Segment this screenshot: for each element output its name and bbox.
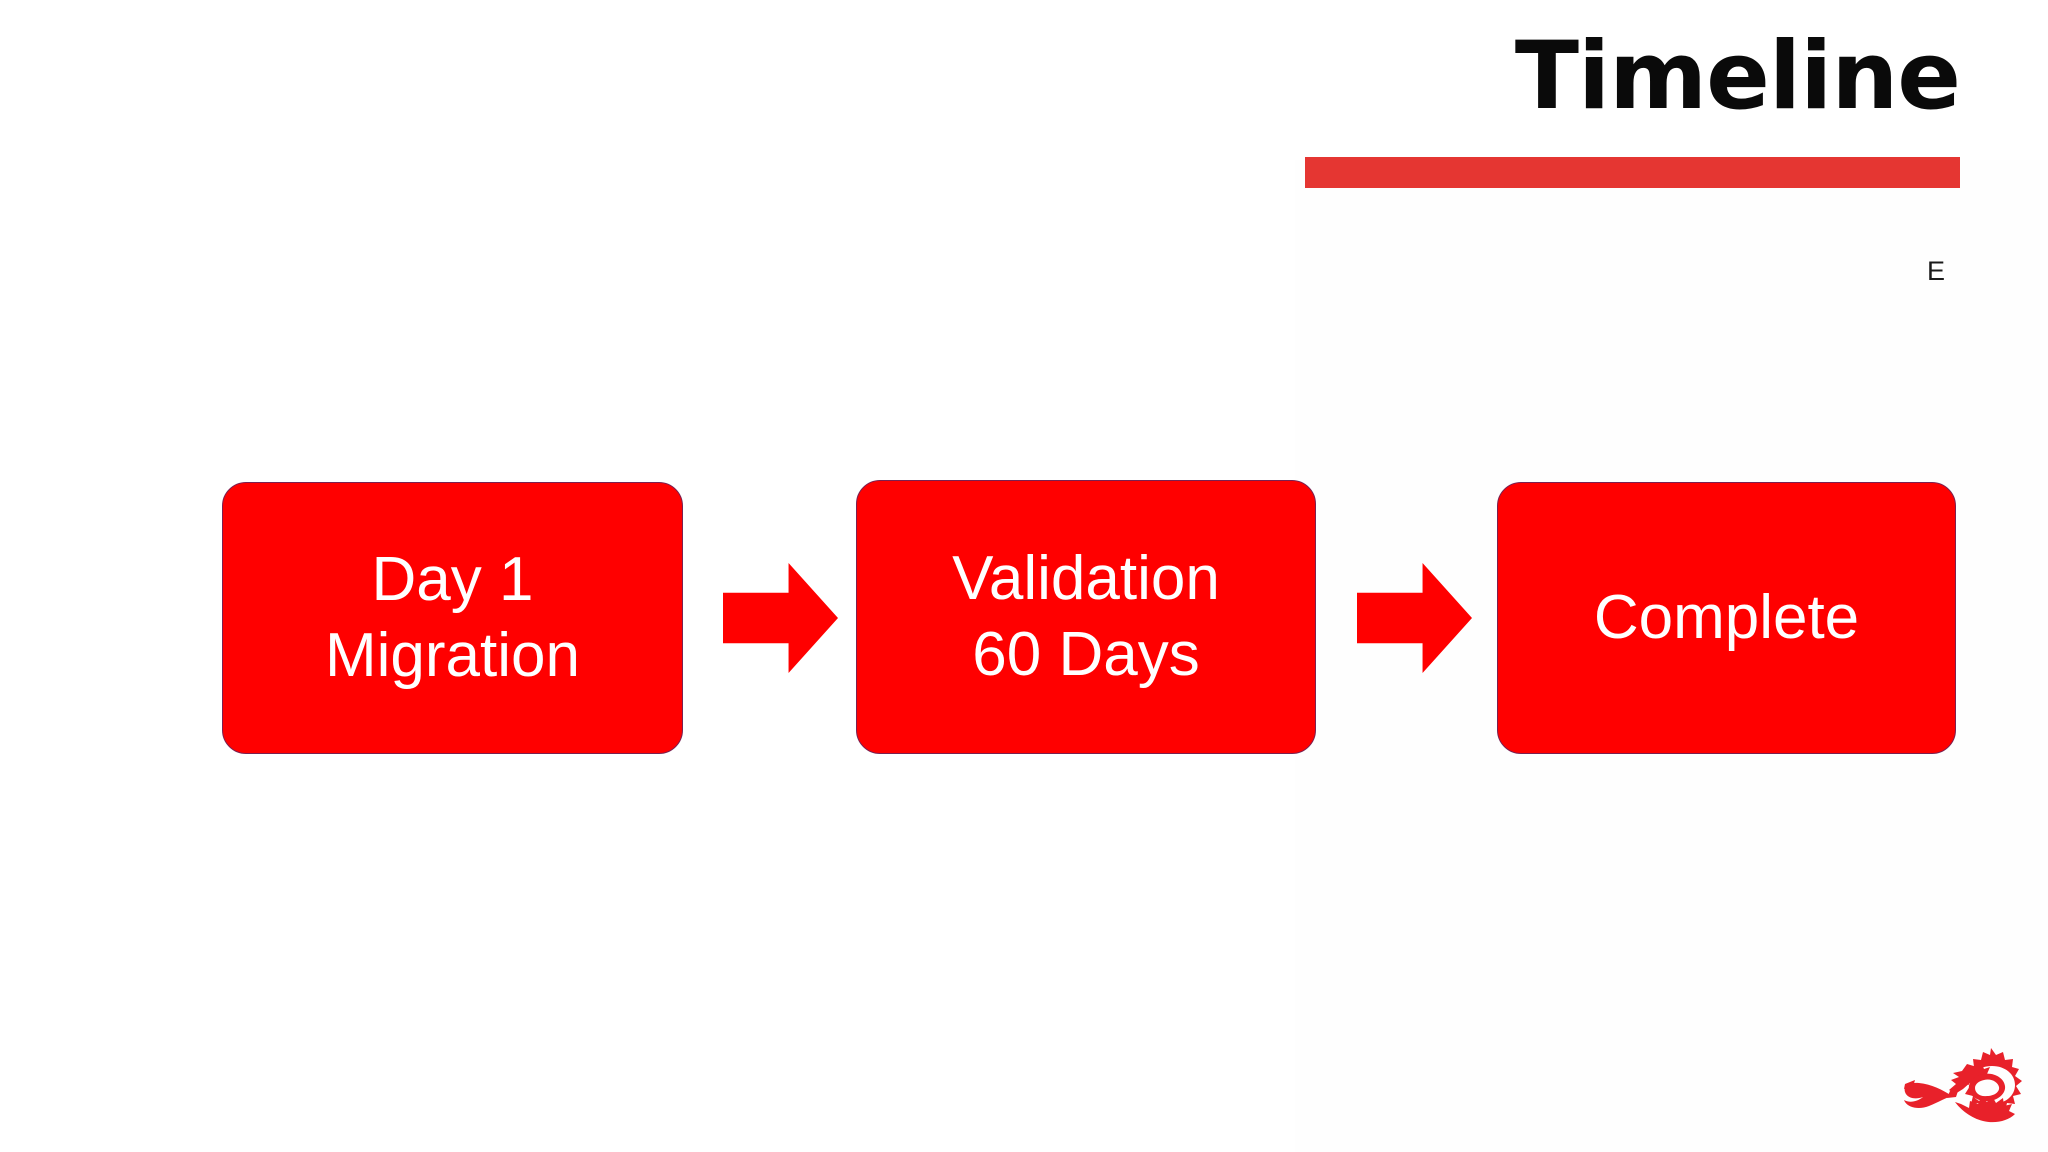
title-accent-rule: [1305, 157, 1960, 188]
timeline-stage-label: Day 1 Migration: [325, 544, 580, 690]
title-block: Timeline: [1305, 22, 1961, 131]
timeline-stage-complete[interactable]: Complete: [1497, 482, 1956, 754]
timeline-stage-day-1-migration[interactable]: Day 1 Migration: [222, 482, 683, 754]
timeline-stage-label: Complete: [1593, 582, 1860, 652]
right-arrow-icon: [723, 563, 838, 673]
stray-text-fragment: E: [1927, 256, 1946, 286]
dragon-logo-icon: [1895, 1040, 2035, 1140]
right-arrow-icon: [1357, 563, 1472, 673]
page-title: Timeline: [1514, 22, 1961, 131]
timeline-stage-label: Validation 60 Days: [952, 543, 1220, 689]
timeline-stage-validation-60-days[interactable]: Validation 60 Days: [856, 480, 1316, 754]
